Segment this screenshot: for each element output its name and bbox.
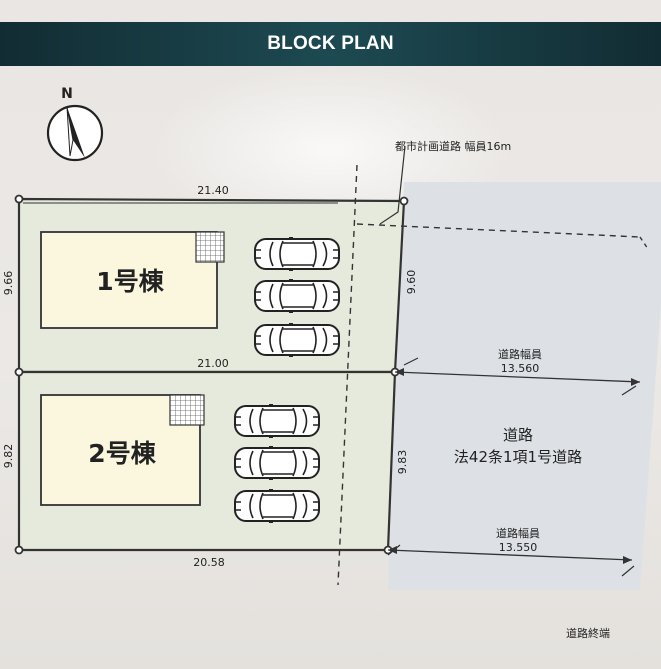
road-title: 道路 (503, 426, 533, 444)
lot-1-bottom-dimension: 21.00 (197, 357, 229, 370)
road-width-line-lower (387, 549, 633, 561)
building-2-deck (169, 394, 205, 426)
road-width-value-upper: 13.560 (501, 362, 540, 375)
parking-space-1-1 (254, 236, 340, 272)
lot-2-right-dimension: 9.83 (396, 450, 409, 475)
parking-space-2-1 (234, 403, 320, 439)
building-1 (40, 231, 218, 329)
road-width-value-lower: 13.550 (499, 541, 538, 554)
city-road-label: 都市計画道路 幅員16m (395, 139, 511, 153)
header-bar: BLOCK PLAN (0, 22, 661, 66)
lot-2-bottom-dimension: 20.58 (193, 556, 225, 569)
parking-space-1-2 (254, 278, 340, 314)
parking-space-1-3 (254, 322, 340, 358)
planned-road-cross-line (356, 223, 641, 238)
lot-2-left-dimension: 9.82 (2, 444, 15, 469)
compass-label: N (61, 86, 73, 102)
lot-1-top-dimension: 21.40 (197, 184, 229, 197)
road-label-leader (379, 145, 406, 225)
road-end-label: 道路終端 (566, 626, 610, 640)
road-width-label-lower: 道路幅員 (496, 526, 540, 540)
parking-space-2-2 (234, 445, 320, 481)
road-width-line-upper (394, 371, 641, 383)
lot-1-left-dimension: 9.66 (2, 271, 15, 296)
building-1-label: 1号棟 (96, 267, 164, 296)
lot-1-right-dimension: 9.60 (405, 270, 418, 295)
north-compass-icon: N (46, 86, 104, 162)
boundary-markers (14, 194, 409, 555)
road-area (388, 182, 661, 590)
road-width-label-upper: 道路幅員 (498, 347, 542, 361)
building-1-deck (195, 231, 225, 263)
planned-road-line (337, 164, 358, 586)
page-title: BLOCK PLAN (267, 33, 394, 54)
parking-space-2-3 (234, 488, 320, 524)
building-2-label: 2号棟 (88, 439, 156, 468)
road-category: 法42条1項1号道路 (454, 448, 582, 466)
